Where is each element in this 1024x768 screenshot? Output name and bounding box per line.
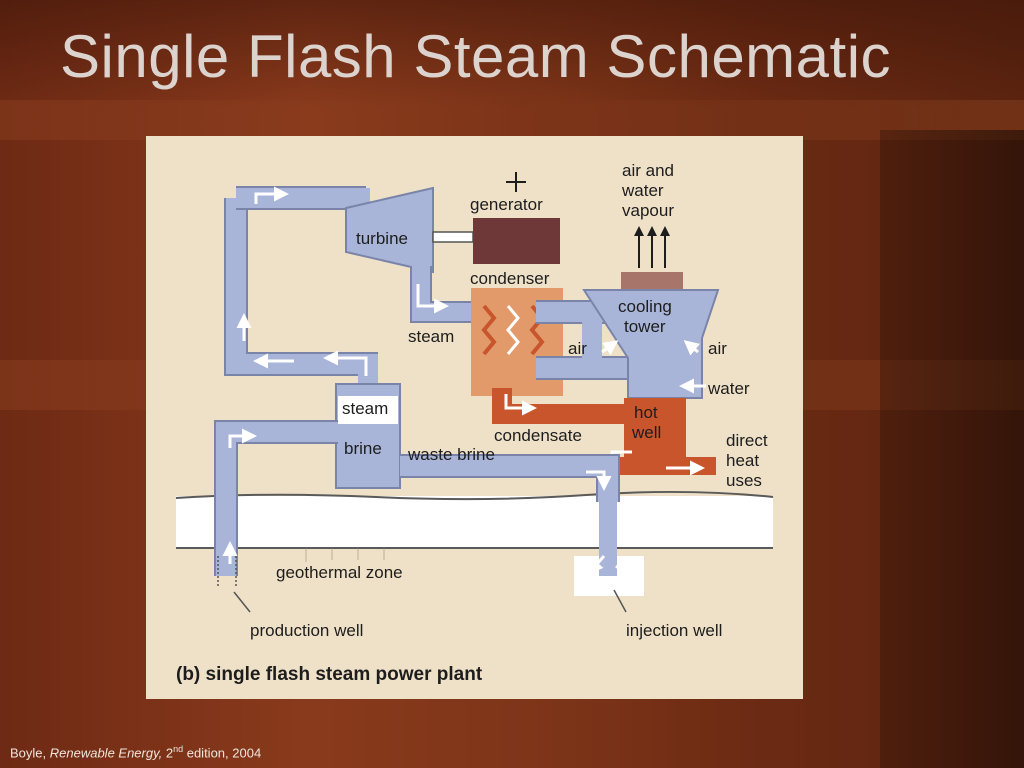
label-water-in: water bbox=[707, 379, 750, 398]
condensate-pipe bbox=[492, 388, 624, 424]
flow-arrow bbox=[323, 350, 368, 376]
background-texture bbox=[880, 130, 1024, 768]
cooling-tower-body bbox=[582, 289, 720, 399]
flow-arrow bbox=[588, 555, 606, 575]
ground-bleed-through bbox=[305, 548, 385, 562]
ground-surface-band bbox=[176, 496, 773, 548]
label-production-well: production well bbox=[250, 621, 363, 640]
label-waste-brine: waste brine bbox=[407, 445, 495, 464]
label-air-left: air bbox=[568, 339, 587, 358]
label-condenser: condenser bbox=[470, 269, 550, 288]
production-well-pipe bbox=[216, 422, 338, 576]
flow-arrow bbox=[615, 564, 635, 580]
citation: Boyle, Renewable Energy, 2nd edition, 20… bbox=[10, 744, 261, 764]
label-tower: tower bbox=[624, 317, 666, 336]
turbine-body bbox=[345, 186, 434, 274]
leader-line bbox=[613, 589, 627, 613]
schematic-figure: generator turbine condenser cooling towe… bbox=[146, 136, 803, 699]
ground-layer bbox=[175, 490, 774, 596]
condenser-coil bbox=[506, 305, 520, 355]
label-uses: uses bbox=[726, 471, 762, 490]
label-air-right: air bbox=[708, 339, 727, 358]
label-brine: brine bbox=[344, 439, 382, 458]
label-geothermal-zone: geothermal zone bbox=[276, 563, 403, 582]
slide-title: Single Flash Steam Schematic bbox=[60, 23, 892, 90]
label-turbine: turbine bbox=[356, 229, 408, 248]
figure-caption: (b) single flash steam power plant bbox=[176, 664, 483, 685]
separator-steam-space bbox=[338, 396, 398, 424]
cooling-tower bbox=[582, 226, 720, 399]
citation-rest: edition, 2004 bbox=[183, 745, 262, 761]
turbine bbox=[345, 186, 474, 274]
steam-pipe-loop bbox=[224, 186, 378, 386]
brine-and-wells bbox=[214, 420, 635, 613]
label-condensate: condensate bbox=[494, 426, 582, 445]
condenser-coil bbox=[481, 304, 497, 356]
hot-well bbox=[624, 398, 686, 460]
citation-edition-number: 2 bbox=[162, 745, 174, 761]
flow-arrow bbox=[586, 470, 612, 491]
citation-book-title: Renewable Energy, bbox=[49, 745, 163, 761]
label-injection-well: injection well bbox=[626, 621, 722, 640]
turbine-shaft bbox=[432, 231, 474, 243]
label-steam-pipe: steam bbox=[408, 327, 454, 346]
ground-line-top bbox=[175, 490, 774, 501]
label-water: water bbox=[621, 181, 664, 200]
cooling-tower-top bbox=[621, 272, 683, 290]
label-direct: direct bbox=[726, 431, 768, 450]
background-streak bbox=[0, 100, 1024, 140]
label-cooling: cooling bbox=[618, 297, 672, 316]
label-well: well bbox=[631, 423, 661, 442]
flow-arrow bbox=[504, 394, 537, 416]
citation-author: Boyle, bbox=[10, 745, 50, 761]
flow-arrow bbox=[254, 186, 289, 204]
leader-line bbox=[233, 591, 251, 613]
label-vapour: vapour bbox=[622, 201, 674, 220]
flow-arrow bbox=[416, 284, 449, 314]
label-hot: hot bbox=[634, 403, 658, 422]
generator bbox=[473, 172, 560, 264]
label-heat: heat bbox=[726, 451, 759, 470]
flow-arrow bbox=[683, 340, 701, 356]
label-generator: generator bbox=[470, 195, 543, 214]
label-steam-separator: steam bbox=[342, 399, 388, 418]
generator-body bbox=[473, 218, 560, 264]
flow-arrow bbox=[601, 340, 619, 356]
citation-edition-suffix: nd bbox=[173, 744, 184, 754]
flash-separator bbox=[335, 383, 401, 489]
schematic-diagram: generator turbine condenser cooling towe… bbox=[175, 161, 774, 685]
flow-arrow bbox=[228, 428, 257, 448]
label-air-and: air and bbox=[622, 161, 674, 180]
